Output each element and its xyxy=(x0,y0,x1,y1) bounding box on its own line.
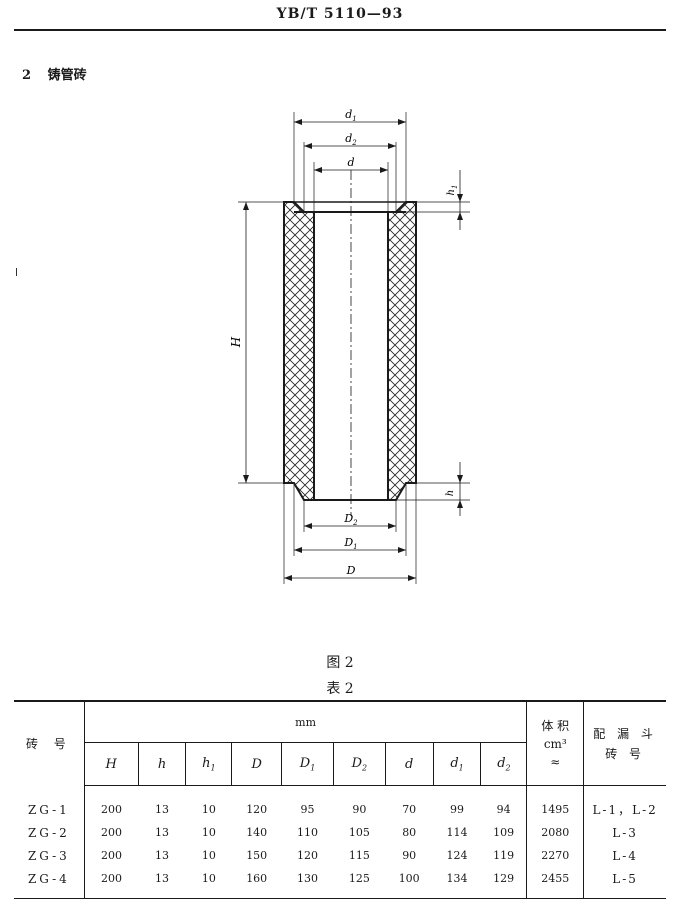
arrow xyxy=(408,575,416,581)
param-d2: d2 xyxy=(480,742,527,786)
section-heading: 2 铸管砖 xyxy=(22,64,87,83)
arrow xyxy=(314,167,322,173)
arrow xyxy=(388,143,396,149)
label-d: d xyxy=(347,156,354,169)
label-h: h xyxy=(445,490,456,496)
right-wall-section xyxy=(387,201,417,501)
param-h: h xyxy=(137,742,186,786)
arrow xyxy=(457,475,463,483)
spacer-row xyxy=(14,785,666,798)
funnel-label-line1: 配 漏 斗 xyxy=(593,726,657,741)
label-h1: h1 xyxy=(446,185,459,196)
section-number: 2 xyxy=(22,68,32,83)
funnel-label-line2: 砖 号 xyxy=(605,746,646,761)
label-d2: d2 xyxy=(345,132,357,147)
param-d1: d1 xyxy=(432,742,481,786)
param-D2: D2 xyxy=(332,742,386,786)
table-header-row-2: H h h1 D D1 D2 d d1 d2 xyxy=(14,742,666,786)
label-D1: D1 xyxy=(343,536,357,551)
arrow xyxy=(388,523,396,529)
casting-pipe-brick-drawing: d1 d2 d h1 H h D2 D1 xyxy=(229,108,470,584)
arrow xyxy=(457,212,463,220)
figure-caption: 图 2 xyxy=(326,655,354,671)
arrow xyxy=(294,119,302,125)
volume-header: 体 积 cm³ ≈ xyxy=(526,700,584,786)
label-d1: d1 xyxy=(345,108,357,123)
arrow xyxy=(457,500,463,508)
param-D: D xyxy=(231,742,282,786)
table-caption: 表 2 xyxy=(326,681,354,697)
left-wall-section xyxy=(283,201,315,501)
header-rule xyxy=(14,29,666,31)
section-title: 铸管砖 xyxy=(47,68,87,83)
param-h1: h1 xyxy=(185,742,232,786)
label-D2: D2 xyxy=(343,512,358,527)
arrow xyxy=(304,523,312,529)
funnel-brick-header: 配 漏 斗 砖 号 xyxy=(583,700,666,786)
arrow xyxy=(398,119,406,125)
table-row: ZG-3 200 13 10 150 120 115 90 124 119 22… xyxy=(14,844,666,867)
param-D1: D1 xyxy=(281,742,334,786)
standard-code: YB/T 5110—93 xyxy=(276,6,404,22)
margin-mark xyxy=(16,268,17,276)
table-row: ZG-1 200 13 10 120 95 90 70 99 94 1495 L… xyxy=(14,798,666,821)
table-row: ZG-2 200 13 10 140 110 105 80 114 109 20… xyxy=(14,821,666,844)
arrow xyxy=(243,202,249,210)
table-header-row-1: 砖 号 mm 体 积 cm³ ≈ 配 漏 斗 砖 号 xyxy=(14,700,666,786)
label-D: D xyxy=(346,564,356,577)
casting-pipe-brick-table: 砖 号 mm 体 积 cm³ ≈ 配 漏 斗 砖 号 H h h1 D D1 D… xyxy=(14,700,666,899)
arrow xyxy=(294,547,302,553)
arrow xyxy=(457,194,463,202)
arrow xyxy=(284,575,292,581)
arrow xyxy=(304,143,312,149)
arrow xyxy=(380,167,388,173)
volume-unit: cm³ xyxy=(543,736,567,751)
volume-approx: ≈ xyxy=(550,754,561,769)
table-bottom-row xyxy=(14,890,666,899)
arrow xyxy=(398,547,406,553)
label-H: H xyxy=(229,336,243,348)
param-H: H xyxy=(83,742,139,786)
brick-no-header: 砖 号 xyxy=(14,700,85,786)
arrow xyxy=(243,475,249,483)
volume-label: 体 积 xyxy=(541,718,570,733)
param-d: d xyxy=(384,742,434,786)
unit-header: mm xyxy=(83,700,527,743)
table-row: ZG-4 200 13 10 160 130 125 100 134 129 2… xyxy=(14,867,666,890)
